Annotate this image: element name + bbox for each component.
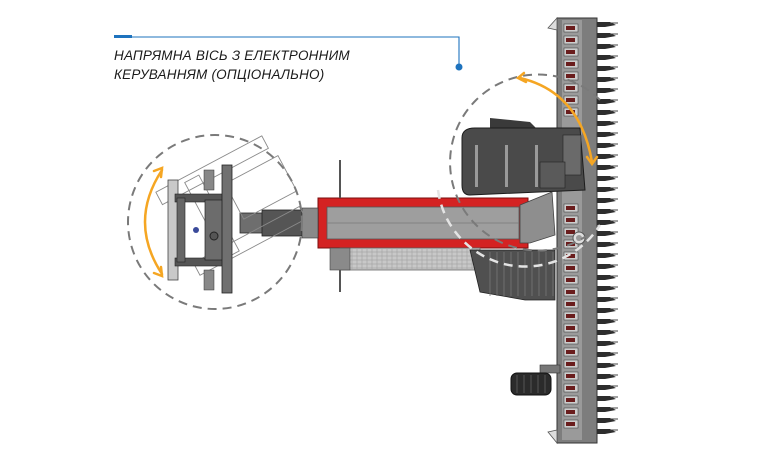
seeding-tine: [597, 99, 618, 104]
seeding-tine: [597, 198, 618, 203]
seeding-tine: [597, 352, 618, 357]
seeding-tine: [597, 429, 618, 434]
seeding-tine: [597, 121, 618, 126]
seeding-tine: [597, 242, 618, 247]
seeding-tine: [597, 319, 618, 324]
steering-hitch: [155, 135, 307, 294]
callout-leader: [114, 35, 463, 71]
seeding-tine: [597, 187, 618, 192]
seeding-tine: [597, 209, 618, 214]
seeding-tine: [597, 165, 618, 170]
seeding-tine: [597, 396, 618, 401]
seeding-tine: [597, 407, 618, 412]
seeding-tine: [597, 275, 618, 280]
seeding-tine: [597, 374, 618, 379]
seeding-tine: [597, 33, 618, 38]
seeding-tine: [597, 110, 618, 115]
seeding-tine: [597, 231, 618, 236]
seeding-tine: [597, 363, 618, 368]
transport-wheel: [510, 364, 561, 396]
seeding-tine: [597, 297, 618, 302]
seeding-tine: [597, 44, 618, 49]
seeding-tine: [597, 385, 618, 390]
seeding-tine: [597, 132, 618, 137]
callout-line-1: НАПРЯМНА ВІСЬ З ЕЛЕКТРОННИМ: [114, 48, 350, 63]
callout-line-2: КЕРУВАННЯМ (ОПЦІОНАЛЬНО): [114, 67, 325, 82]
seeding-tine: [597, 154, 618, 159]
seeding-tine: [597, 55, 618, 60]
seeding-tine: [597, 264, 618, 269]
seeding-tine: [597, 330, 618, 335]
seeding-tine: [597, 66, 618, 71]
seeding-tine: [597, 176, 618, 181]
seeding-tine: [597, 88, 618, 93]
seeding-tine: [597, 143, 618, 148]
seeding-tine: [597, 253, 618, 258]
fertilizer-tank: [461, 118, 586, 245]
seeding-tine: [597, 308, 618, 313]
seeding-tine: [597, 220, 618, 225]
left-rotation-arrow-icon: [143, 166, 164, 278]
seeding-tine: [597, 77, 618, 82]
seeding-tine: [597, 22, 618, 27]
seeding-tine: [597, 286, 618, 291]
right-rotation-zone: [449, 73, 601, 252]
callout-label: НАПРЯМНА ВІСЬ З ЕЛЕКТРОННИМ КЕРУВАННЯМ (…: [114, 46, 350, 84]
seeding-bar: [547, 16, 618, 445]
seeding-tine: [597, 341, 618, 346]
seeding-tine: [597, 418, 618, 423]
right-rotation-arrow-icon: [515, 71, 599, 167]
callout-marker-icon: [455, 63, 463, 71]
main-frame: [317, 160, 556, 301]
left-rotation-zone: [127, 134, 303, 310]
